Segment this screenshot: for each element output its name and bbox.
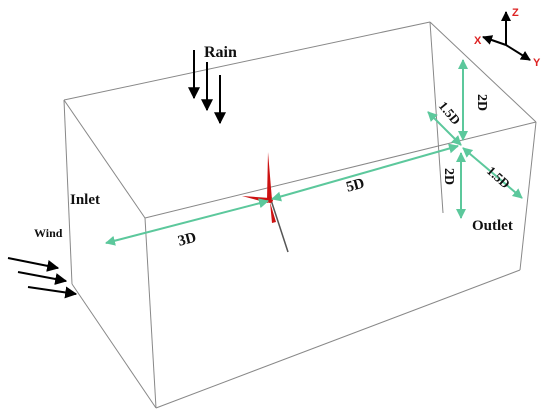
wind-arrows <box>7 257 78 299</box>
top-clearance-label: 2D <box>474 94 489 111</box>
inlet-label: Inlet <box>70 192 100 208</box>
left-side-clearance-arrow <box>427 111 462 146</box>
rain-label: Rain <box>204 44 237 61</box>
wind-arrow-1 <box>7 257 60 272</box>
downstream-distance-arrow <box>271 143 459 202</box>
turbine-blade-down <box>270 202 276 223</box>
box-edge-front-right <box>519 121 537 271</box>
dimension-arrows <box>105 59 523 246</box>
box-edge-back-left <box>63 99 73 285</box>
box-edge-back-top <box>63 21 431 101</box>
box-edge-front-top <box>144 121 537 219</box>
axis-y-line <box>505 44 531 61</box>
box-edge-depth-top-right <box>429 21 537 123</box>
axis-z-label: Z <box>512 7 519 19</box>
upstream-distance-arrow <box>105 198 269 246</box>
box-edge-front-bottom <box>155 269 521 409</box>
wind-arrow-3 <box>27 286 78 299</box>
axis-x-line <box>482 35 507 46</box>
box-edge-depth-bottom-left <box>71 283 157 409</box>
turbine-tower <box>270 199 289 253</box>
bottom-clearance-label: 2D <box>441 168 456 185</box>
box-edge-front-left <box>144 217 157 409</box>
axis-triad <box>482 11 531 61</box>
axis-x-label: X <box>474 35 482 47</box>
domain-box <box>63 21 537 409</box>
rain-arrows <box>188 50 226 125</box>
axis-y-label: Y <box>533 57 541 69</box>
turbine-hub <box>267 197 273 203</box>
right-side-clearance-arrow <box>462 147 523 199</box>
box-edge-depth-top-left <box>63 99 146 219</box>
outlet-label: Outlet <box>472 218 513 234</box>
wind-arrow-2 <box>17 271 68 285</box>
turbine-blade-up <box>267 152 272 200</box>
wind-label: Wind <box>34 226 63 240</box>
downstream-distance-label: 5D <box>344 176 366 196</box>
upstream-distance-label: 3D <box>176 230 198 250</box>
